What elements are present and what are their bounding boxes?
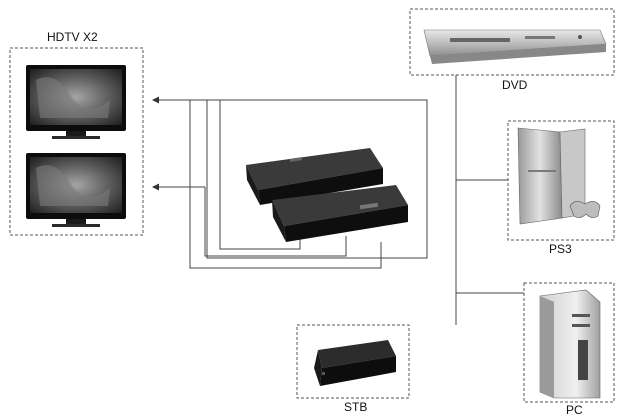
stb-frame <box>296 324 410 399</box>
ps3-label: PS3 <box>549 242 572 256</box>
output-path-2 <box>204 187 347 257</box>
connection-lines <box>152 75 524 325</box>
hdtv-top-image <box>26 65 126 139</box>
hdtv-frame <box>9 47 144 236</box>
ps3-console-image <box>517 127 601 225</box>
stb-image <box>314 340 396 386</box>
dvd-player-image <box>423 29 607 64</box>
hdmi-switch-bottom-image <box>272 185 408 242</box>
pc-frame <box>523 282 615 403</box>
pc-label: PC <box>566 403 583 417</box>
hdtv-label: HDTV X2 <box>47 30 98 44</box>
hdtv-bottom-image <box>26 153 126 227</box>
dvd-label: DVD <box>502 78 528 92</box>
device-frames <box>9 8 615 403</box>
switch-box-frame <box>206 99 428 259</box>
pc-tower-image <box>539 289 601 399</box>
dvd-frame <box>409 8 615 76</box>
hdmi-switch-top-image <box>246 148 383 205</box>
output-path-1 <box>219 100 301 250</box>
output-path-3 <box>189 100 382 269</box>
stb-label: STB <box>344 400 368 414</box>
